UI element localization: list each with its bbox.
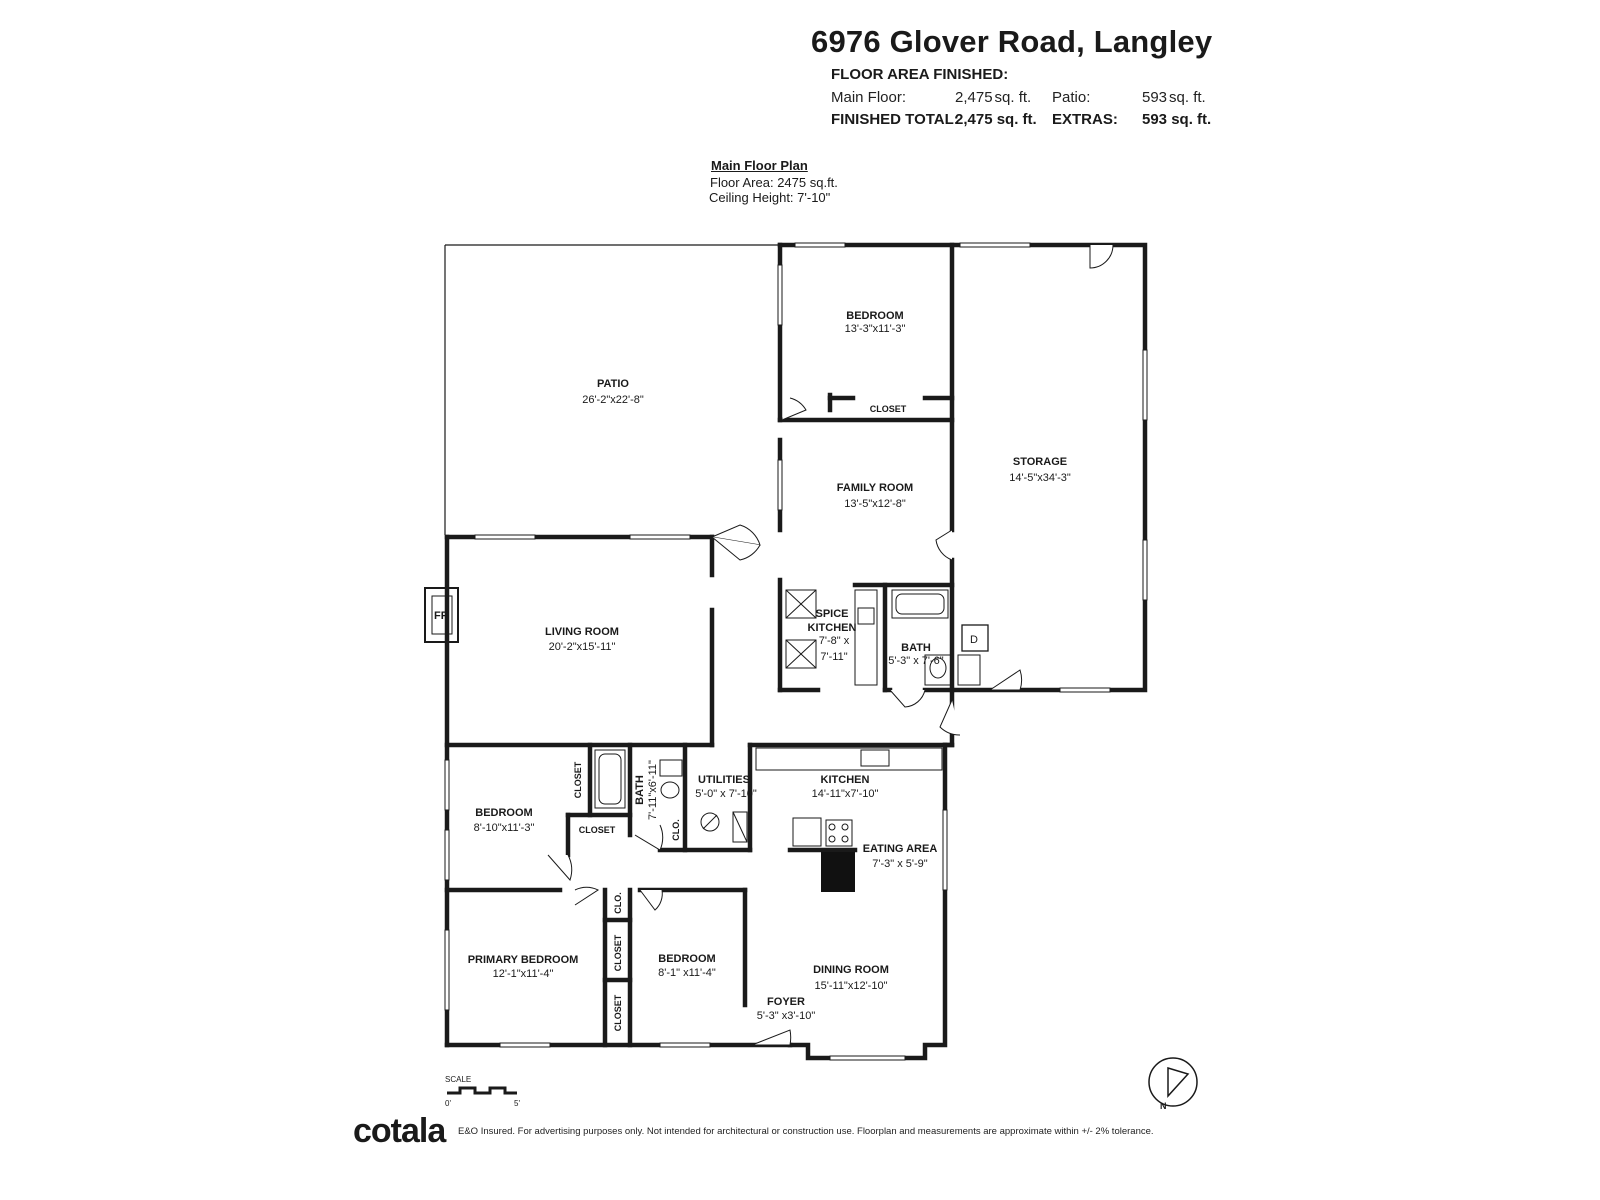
bedroom-left-dims: 8'-10"x11'-3" bbox=[474, 822, 535, 834]
primary-bedroom-dims: 12'-1"x11'-4" bbox=[493, 968, 554, 980]
closet-mid-1-name: CLOSET bbox=[613, 934, 623, 971]
fixtures: D bbox=[594, 589, 989, 892]
patio-number: 593 bbox=[1142, 89, 1168, 106]
property-address: 6976 Glover Road, Langley bbox=[811, 24, 1213, 59]
dining-room-dims: 15'-11"x12'-10" bbox=[815, 980, 888, 992]
kitchen-name: KITCHEN bbox=[821, 774, 870, 786]
primary-bedroom-name: PRIMARY BEDROOM bbox=[468, 954, 579, 966]
main-floor-label: Main Floor: bbox=[831, 89, 907, 106]
spice-kitchen-dims-1: 7'-8" x bbox=[819, 635, 850, 647]
scale-min: 0' bbox=[445, 1099, 451, 1108]
scale-bar: SCALE 0' 5' bbox=[445, 1075, 520, 1108]
main-floor-unit: sq. ft. bbox=[994, 89, 1032, 106]
windows bbox=[444, 242, 1148, 1061]
finished-total-value: 2,475 sq. ft. bbox=[955, 111, 1037, 128]
plan-title: Main Floor Plan bbox=[711, 158, 808, 173]
clo-bath-name: CLO. bbox=[671, 819, 681, 841]
plan-floor-area: Floor Area: 2475 sq.ft. bbox=[710, 175, 838, 190]
living-room-dims: 20'-2"x15'-11" bbox=[549, 641, 616, 653]
spice-kitchen-name-2: KITCHEN bbox=[808, 622, 857, 634]
family-room-dims: 13'-5"x12'-8" bbox=[844, 498, 906, 510]
bedroom-bottom-name: BEDROOM bbox=[658, 953, 715, 965]
closet-left-v-name: CLOSET bbox=[573, 761, 583, 798]
doors bbox=[547, 244, 1114, 1046]
compass: N bbox=[1148, 1057, 1198, 1111]
fireplace: FP bbox=[424, 587, 459, 643]
closet-left-h-name: CLOSET bbox=[579, 825, 616, 835]
interior-walls bbox=[444, 242, 955, 1048]
finished-total-label: FINISHED TOTAL: bbox=[831, 111, 959, 128]
bath-small-name: BATH bbox=[634, 775, 646, 805]
extras-label: EXTRAS: bbox=[1052, 111, 1118, 128]
foyer-dims: 5'-3" x3'-10" bbox=[757, 1010, 816, 1022]
plan-ceiling-height: Ceiling Height: 7'-10" bbox=[709, 190, 831, 205]
bath-small-dims: 7'-11"x6'-11" bbox=[647, 760, 659, 820]
closet-top-name: CLOSET bbox=[870, 404, 907, 414]
patio-dims: 26'-2"x22'-8" bbox=[582, 394, 644, 406]
bath-main-name: BATH bbox=[901, 642, 931, 654]
eating-area-dims: 7'-3" x 5'-9" bbox=[872, 858, 928, 870]
closet-mid-2-name: CLOSET bbox=[613, 994, 623, 1031]
family-room-name: FAMILY ROOM bbox=[837, 482, 913, 494]
storage-name: STORAGE bbox=[1013, 456, 1067, 468]
utilities-name: UTILITIES bbox=[698, 774, 750, 786]
spice-kitchen-dims-2: 7'-11" bbox=[820, 651, 847, 663]
eating-area-name: EATING AREA bbox=[863, 843, 938, 855]
fireplace-label: FP bbox=[434, 610, 448, 622]
patio-outline bbox=[444, 244, 780, 535]
kitchen-dims: 14'-11"x7'-10" bbox=[812, 788, 879, 800]
spice-kitchen-name-1: SPICE bbox=[815, 608, 848, 620]
scale-label: SCALE bbox=[445, 1075, 471, 1084]
patio-name: PATIO bbox=[597, 378, 629, 390]
patio-unit: sq. ft. bbox=[1169, 89, 1206, 106]
bedroom-left-name: BEDROOM bbox=[475, 807, 532, 819]
bedroom-top-dims: 13'-3"x11'-3" bbox=[845, 323, 906, 335]
dryer-label: D bbox=[970, 634, 978, 646]
main-floor-number: 2,475 bbox=[955, 89, 993, 106]
living-room-name: LIVING ROOM bbox=[545, 626, 619, 638]
compass-label: N bbox=[1160, 1101, 1167, 1111]
scale-max: 5' bbox=[514, 1099, 520, 1108]
brand-logo: cotala bbox=[353, 1112, 446, 1150]
room-labels: PATIO 26'-2"x22'-8" BEDROOM 13'-3"x11'-3… bbox=[468, 310, 1071, 1031]
storage-dims: 14'-5"x34'-3" bbox=[1009, 472, 1071, 484]
bath-main-dims: 5'-3" x 7'-6" bbox=[888, 655, 944, 667]
patio-label: Patio: bbox=[1052, 89, 1091, 106]
extras-value: 593 sq. ft. bbox=[1142, 111, 1212, 128]
disclaimer: E&O Insured. For advertising purposes on… bbox=[458, 1126, 1154, 1137]
dining-room-name: DINING ROOM bbox=[813, 964, 889, 976]
bedroom-top-name: BEDROOM bbox=[846, 310, 903, 322]
clo-hall-name: CLO. bbox=[613, 892, 623, 914]
floor-area-section-label: FLOOR AREA FINISHED: bbox=[831, 66, 1009, 83]
foyer-name: FOYER bbox=[767, 996, 805, 1008]
bedroom-bottom-dims: 8'-1" x11'-4" bbox=[658, 967, 716, 979]
utilities-dims: 5'-0" x 7'-10" bbox=[695, 788, 757, 800]
